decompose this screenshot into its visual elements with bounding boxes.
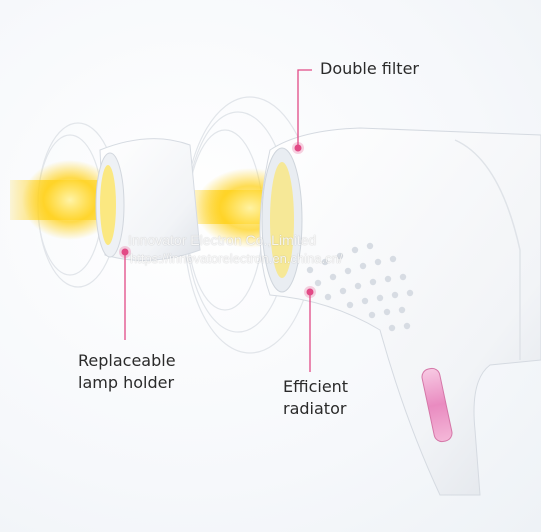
label-double-filter: Double filter <box>320 59 419 78</box>
label-line: lamp holder <box>78 373 175 392</box>
label-replaceable-lamp-holder: Replaceable lamp holder <box>78 350 176 394</box>
radiator-vents <box>306 242 414 332</box>
watermark-url: https://innovatorelectron.en.china.cn/ <box>130 251 343 266</box>
label-line: Replaceable <box>78 351 176 370</box>
label-efficient-radiator: Efficient radiator <box>283 376 348 420</box>
trigger-button <box>421 367 453 443</box>
callout-dots <box>119 142 316 298</box>
callout-lines <box>124 69 312 372</box>
label-line: radiator <box>283 399 347 418</box>
device-body <box>259 127 541 496</box>
label-line: Efficient <box>283 377 349 396</box>
watermark-company: Innovator Electron Co.,Limited <box>128 232 317 248</box>
lamp-holder <box>95 138 201 261</box>
